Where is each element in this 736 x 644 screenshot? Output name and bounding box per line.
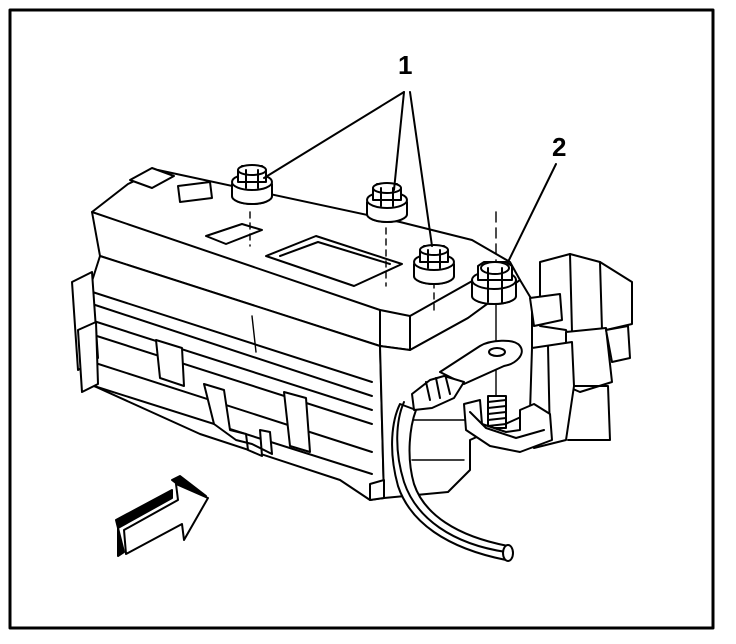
view-direction-arrow [115,475,209,557]
callout-label-2: 2 [552,132,567,162]
terminal-stud [463,395,553,453]
callout-label-1: 1 [398,50,413,80]
side-connectors [529,253,633,449]
mounting-nut [413,244,455,285]
figure-border [8,8,715,630]
battery-cable [391,375,514,562]
ring-terminal [439,339,523,385]
mounting-nut [231,164,273,205]
terminal-nut [471,261,517,305]
leader-lines [263,91,557,263]
mounting-nut [366,182,408,223]
fuse-block-housing [71,167,533,501]
